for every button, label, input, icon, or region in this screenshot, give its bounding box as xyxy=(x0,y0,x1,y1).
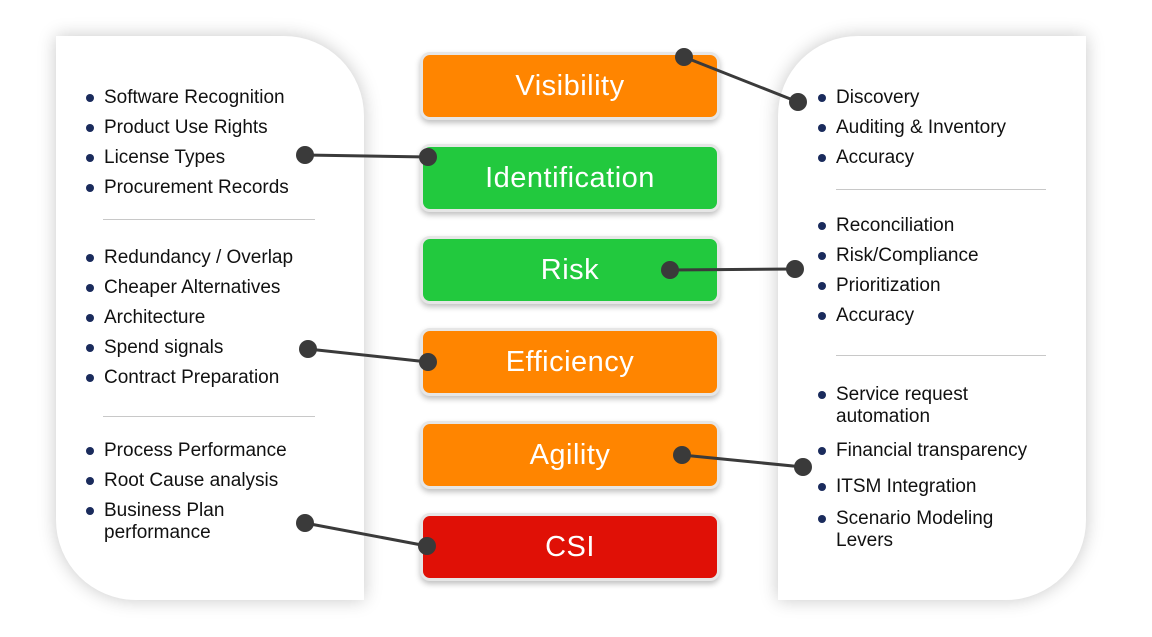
right-list-group-2: Reconciliation Risk/Compliance Prioritiz… xyxy=(818,211,979,331)
list-item: Redundancy / Overlap xyxy=(86,243,293,273)
connector-dot xyxy=(296,514,314,532)
list-item: Product Use Rights xyxy=(86,113,289,143)
connector-dot xyxy=(296,146,314,164)
left-divider-2 xyxy=(103,416,315,417)
list-item: Procurement Records xyxy=(86,173,289,203)
left-panel xyxy=(56,36,364,600)
right-divider-1 xyxy=(836,189,1046,190)
connector-dot xyxy=(299,340,317,358)
connector-dot xyxy=(419,353,437,371)
list-item: Discovery xyxy=(818,83,1006,113)
connector-dot xyxy=(786,260,804,278)
stage-efficiency: Efficiency xyxy=(420,328,720,396)
list-item: Root Cause analysis xyxy=(86,466,316,496)
connector-csi xyxy=(304,521,428,548)
connector-identification xyxy=(304,153,429,159)
list-item: Accuracy xyxy=(818,143,1006,173)
right-panel xyxy=(778,36,1086,600)
list-item: Financial transparency xyxy=(818,436,1068,466)
stage-agility: Agility xyxy=(420,421,720,489)
list-item: ITSM Integration xyxy=(818,472,1068,502)
list-item: Service request automation xyxy=(818,384,1006,428)
list-item: Contract Preparation xyxy=(86,363,293,393)
list-item: Process Performance xyxy=(86,436,316,466)
list-item: Software Recognition xyxy=(86,83,289,113)
connector-visibility xyxy=(683,55,799,104)
connector-dot xyxy=(419,148,437,166)
stage-visibility: Visibility xyxy=(420,52,720,120)
connector-dot xyxy=(673,446,691,464)
connector-efficiency xyxy=(307,347,429,364)
list-item: Accuracy xyxy=(818,301,979,331)
left-list-group-1: Software Recognition Product Use Rights … xyxy=(86,83,289,203)
list-item: Spend signals xyxy=(86,333,293,363)
left-list-group-3: Process Performance Root Cause analysis … xyxy=(86,436,316,552)
list-item: License Types xyxy=(86,143,289,173)
list-item: Scenario Modeling Levers xyxy=(818,508,1036,552)
right-list-group-1: Discovery Auditing & Inventory Accuracy xyxy=(818,83,1006,173)
connector-dot xyxy=(661,261,679,279)
left-list-group-2: Redundancy / Overlap Cheaper Alternative… xyxy=(86,243,293,393)
connector-dot xyxy=(675,48,693,66)
list-item: Cheaper Alternatives xyxy=(86,273,293,303)
connector-risk xyxy=(669,267,796,272)
connector-dot xyxy=(418,537,436,555)
list-item: Auditing & Inventory xyxy=(818,113,1006,143)
list-item: Prioritization xyxy=(818,271,979,301)
list-item: Risk/Compliance xyxy=(818,241,979,271)
connector-dot xyxy=(794,458,812,476)
list-item: Reconciliation xyxy=(818,211,979,241)
list-item: Business Plan performance xyxy=(86,500,316,544)
connector-dot xyxy=(789,93,807,111)
left-divider-1 xyxy=(103,219,315,220)
connector-agility xyxy=(681,453,804,469)
right-list-group-3: Service request automation Financial tra… xyxy=(818,380,1068,560)
stage-csi: CSI xyxy=(420,513,720,581)
stage-identification: Identification xyxy=(420,144,720,212)
right-divider-2 xyxy=(836,355,1046,356)
list-item: Architecture xyxy=(86,303,293,333)
